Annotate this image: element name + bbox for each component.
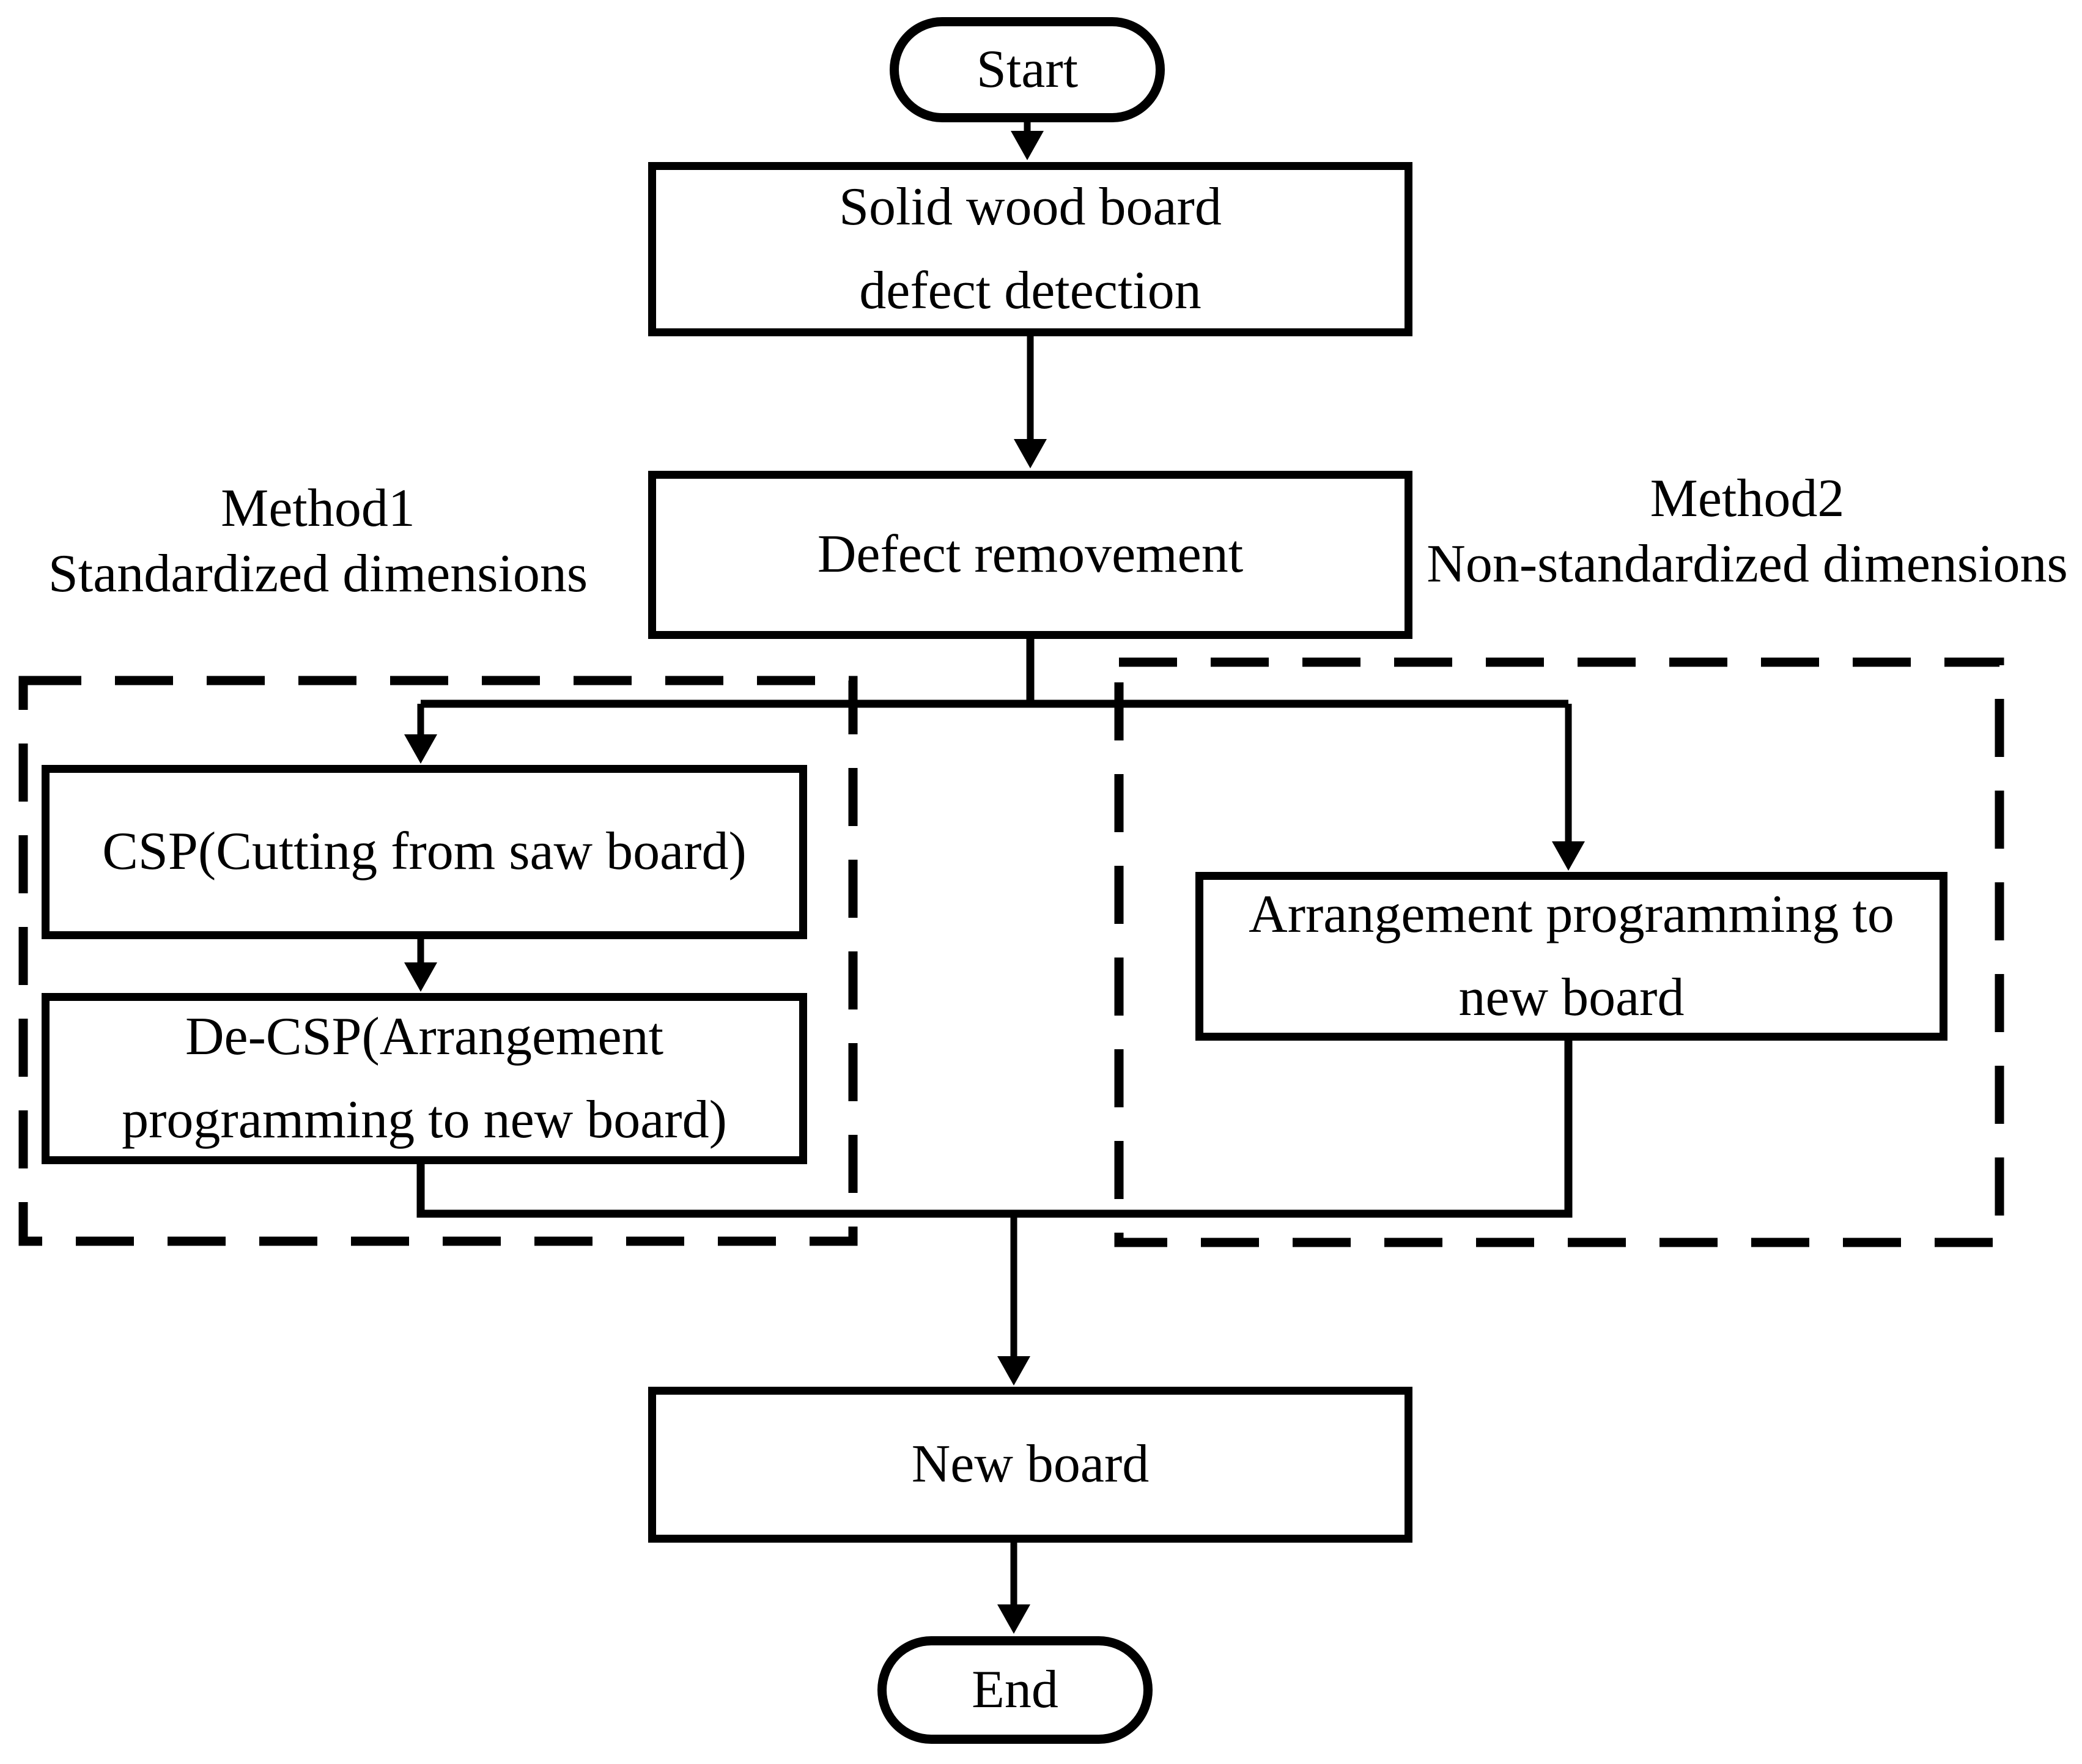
method2-title: Method2 bbox=[1650, 469, 1845, 528]
arrowhead-csp-to-decsp bbox=[404, 962, 437, 992]
defect-removement-label: Defect removement bbox=[817, 525, 1244, 585]
defect-removement-box: Defect removement bbox=[648, 471, 1412, 639]
method1-subtitle: Standardized dimensions bbox=[48, 544, 588, 604]
arrowhead-merge-to-newboard bbox=[997, 1356, 1030, 1386]
branch-line bbox=[421, 638, 1568, 708]
arrowhead-detection-to-removement bbox=[1014, 439, 1047, 468]
arrowhead-branch-to-csp bbox=[404, 734, 437, 764]
method2-annotation: Method2 Non-standardized dimensions bbox=[1412, 466, 2082, 597]
arrowhead-branch-to-arrangement bbox=[1552, 841, 1585, 871]
arrowhead-newboard-to-end bbox=[997, 1604, 1030, 1634]
defect-detection-label-line2: defect detection bbox=[859, 260, 1202, 320]
start-label: Start bbox=[976, 39, 1079, 99]
arrowhead-start-to-detection bbox=[1011, 131, 1044, 160]
csp-label: CSP(Cutting from saw board) bbox=[102, 822, 747, 882]
method1-annotation: Method1 Standardized dimensions bbox=[0, 476, 636, 607]
method2-subtitle: Non-standardized dimensions bbox=[1427, 534, 2068, 594]
new-board-box: New board bbox=[648, 1387, 1412, 1543]
new-board-label: New board bbox=[911, 1434, 1150, 1494]
de-csp-label-line1: De-CSP(Arrangement bbox=[185, 1006, 664, 1066]
defect-detection-box: Solid wood board defect detection bbox=[648, 162, 1412, 336]
merge-line bbox=[416, 1039, 1573, 1218]
de-csp-box: De-CSP(Arrangement programming to new bo… bbox=[42, 993, 807, 1164]
end-node: End bbox=[877, 1636, 1153, 1744]
defect-detection-label-line1: Solid wood board bbox=[839, 177, 1222, 237]
arrangement-label-line2: new board bbox=[1458, 968, 1685, 1027]
method1-dashed-region bbox=[18, 676, 858, 1246]
arrangement-label-line1: Arrangement programming to bbox=[1249, 884, 1894, 944]
de-csp-label-line2: programming to new board) bbox=[122, 1090, 727, 1150]
csp-box: CSP(Cutting from saw board) bbox=[42, 765, 807, 939]
start-node: Start bbox=[890, 17, 1165, 122]
end-label: End bbox=[972, 1659, 1058, 1719]
arrangement-box: Arrangement programming to new board bbox=[1195, 872, 1947, 1041]
method1-title: Method1 bbox=[221, 479, 415, 538]
